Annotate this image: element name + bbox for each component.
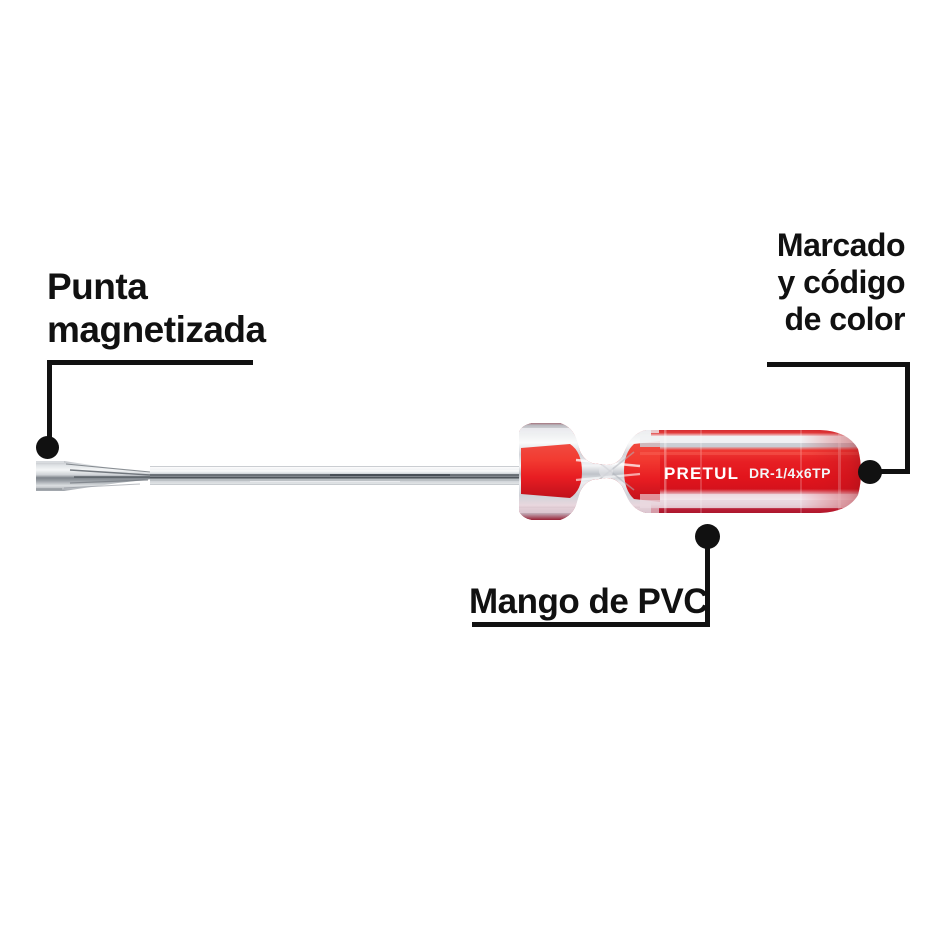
blade-shaft xyxy=(150,466,522,485)
callout-leader-handle xyxy=(705,535,710,627)
callout-underline-marking xyxy=(767,362,910,367)
callout-underline-tip xyxy=(47,360,253,365)
callout-leader-marking xyxy=(905,362,910,474)
pvc-handle: PRETUL DR-1/4x6TP xyxy=(519,423,861,520)
callout-underline-handle xyxy=(472,622,710,627)
blade-tip xyxy=(36,461,152,491)
callout-leader-tip xyxy=(47,360,52,448)
callout-dot-tip xyxy=(36,436,59,459)
callout-label-marking: Marcado y código de color xyxy=(776,227,906,338)
callout-label-handle: Mango de PVC xyxy=(468,582,709,621)
callout-dot-marking xyxy=(858,460,882,484)
callout-elbow-marking xyxy=(874,469,910,474)
brand-text: PRETUL xyxy=(664,464,739,483)
model-code-text: DR-1/4x6TP xyxy=(749,465,831,481)
callout-label-tip: Punta magnetizada xyxy=(47,266,266,350)
